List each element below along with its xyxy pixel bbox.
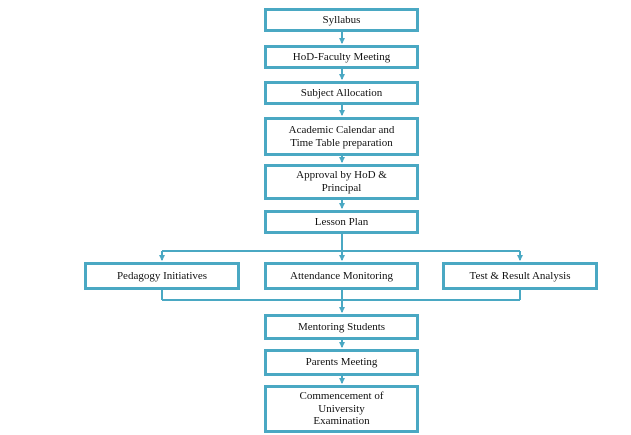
commencement-line-2: University [318, 402, 365, 415]
academic-calendar-box: Academic Calendar and Time Table prepara… [264, 117, 419, 156]
academic-calendar-line-2: Time Table preparation [290, 136, 393, 149]
syllabus-label: Syllabus [322, 13, 361, 26]
commencement-box: Commencement of University Examination [264, 385, 419, 433]
test-result-analysis-label: Test & Result Analysis [469, 269, 571, 282]
attendance-monitoring-label: Attendance Monitoring [290, 269, 393, 282]
hod-faculty-meeting-box: HoD-Faculty Meeting [264, 45, 419, 69]
commencement-line-1: Commencement of [299, 390, 384, 403]
mentoring-students-box: Mentoring Students [264, 314, 419, 340]
attendance-monitoring-box: Attendance Monitoring [264, 262, 419, 290]
approval-line-1: Approval by HoD & [296, 169, 387, 182]
subject-allocation-label: Subject Allocation [300, 86, 383, 99]
pedagogy-initiatives-label: Pedagogy Initiatives [116, 269, 208, 282]
commencement-line-3: Examination [313, 415, 370, 428]
parents-meeting-box: Parents Meeting [264, 349, 419, 376]
approval-line-2: Principal [321, 182, 362, 194]
mentoring-students-label: Mentoring Students [297, 320, 386, 333]
hod-faculty-meeting-label: HoD-Faculty Meeting [292, 50, 391, 63]
subject-allocation-box: Subject Allocation [264, 81, 419, 105]
approval-box: Approval by HoD & Principal [264, 164, 419, 200]
parents-meeting-label: Parents Meeting [305, 356, 378, 369]
lesson-plan-label: Lesson Plan [314, 215, 369, 228]
academic-calendar-line-1: Academic Calendar and [288, 123, 395, 136]
lesson-plan-box: Lesson Plan [264, 210, 419, 234]
test-result-analysis-box: Test & Result Analysis [442, 262, 598, 290]
syllabus-box: Syllabus [264, 8, 419, 32]
pedagogy-initiatives-box: Pedagogy Initiatives [84, 262, 240, 290]
